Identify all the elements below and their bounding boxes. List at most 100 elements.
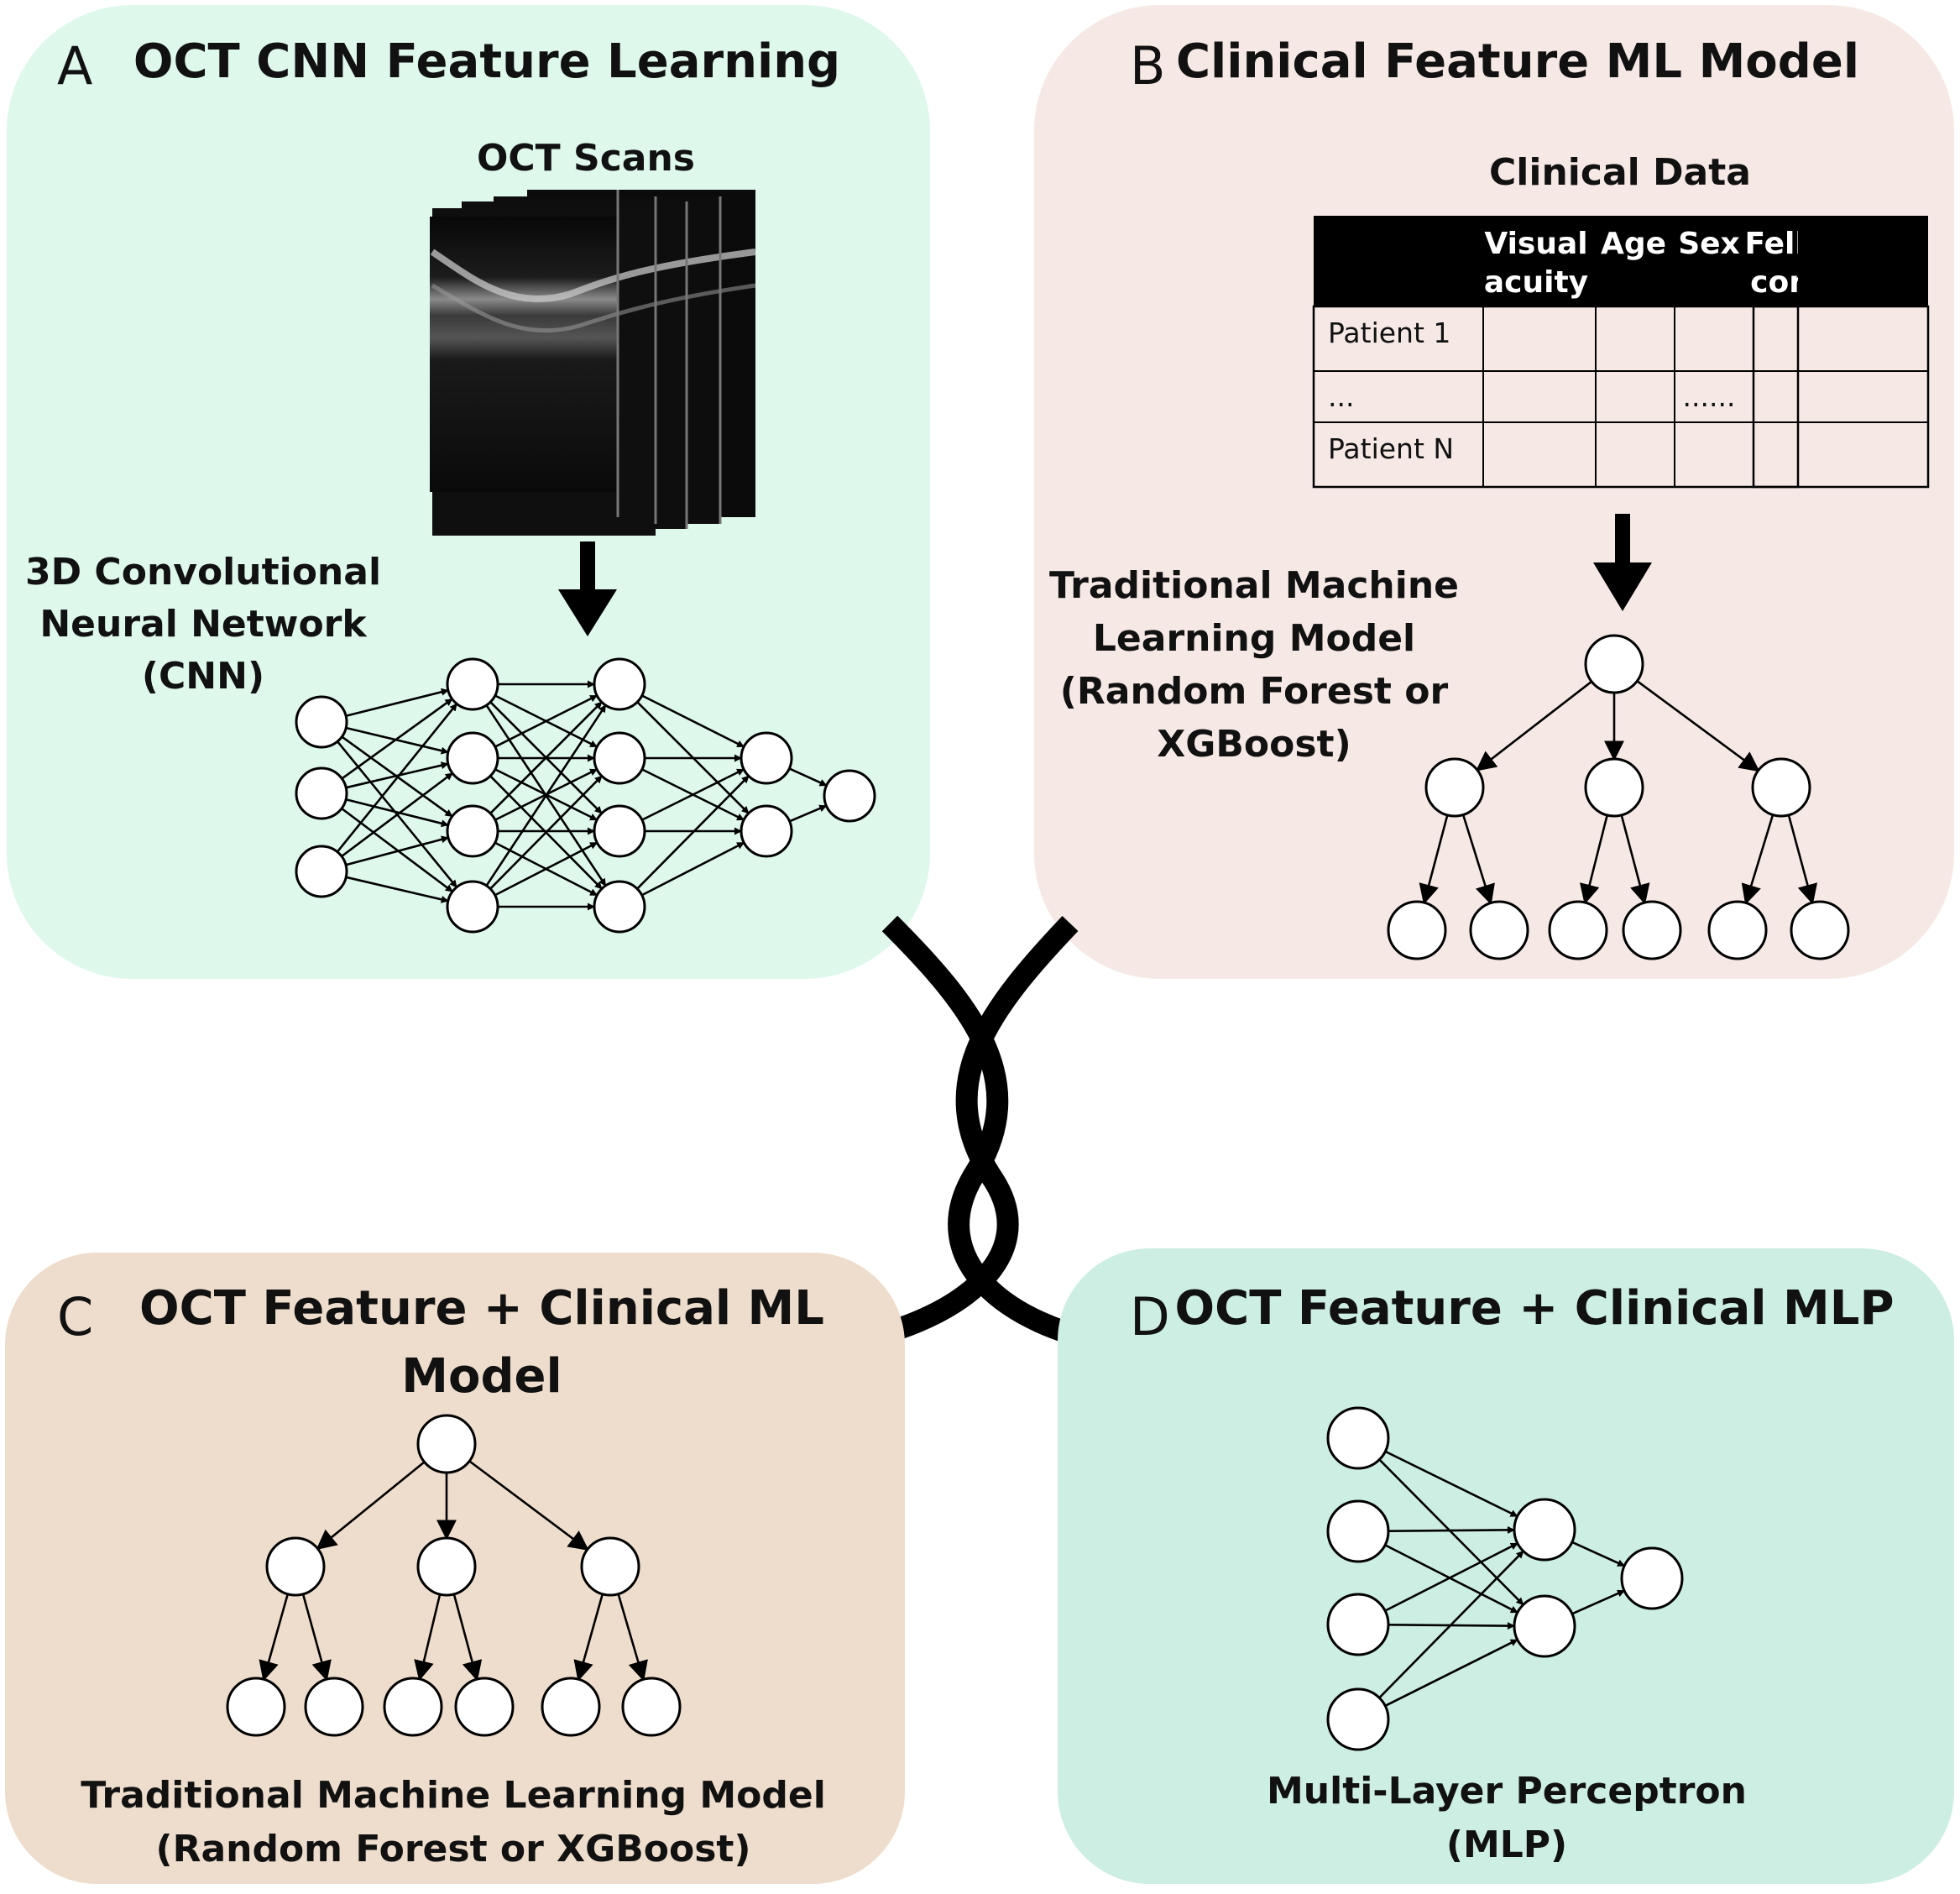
network-node: [823, 769, 876, 823]
cnn-label-line-1: 3D Convolutional: [25, 551, 381, 594]
table-body-extension: [1752, 305, 1930, 489]
tree-label-c-line-2: (Random Forest or XGBoost): [155, 1828, 750, 1870]
panel-a: A OCT CNN Feature Learning OCT Scans 3D …: [7, 5, 930, 979]
panel-d-title: OCT Feature + Clinical MLP: [1175, 1281, 1895, 1336]
tree-edge: [259, 1593, 290, 1682]
tree-label-b: Traditional Machine Learning Model (Rand…: [1049, 564, 1459, 766]
tree-leaf-node: [621, 1677, 682, 1737]
panel-d-letter: D: [1130, 1286, 1170, 1347]
table-body: [1312, 305, 1800, 489]
tree-edge: [1419, 814, 1449, 905]
network-edge: [494, 694, 598, 748]
network-node: [446, 657, 499, 711]
panel-c-title-2: Model: [401, 1349, 562, 1404]
network-node: [446, 804, 499, 858]
tree-label-b-line-4: XGBoost): [1157, 723, 1351, 766]
merge-arrow-to-c: [838, 916, 1079, 1354]
tree-edge: [1620, 814, 1650, 905]
table-header-visual-acuity-2: acuity: [1484, 265, 1588, 300]
network-node: [593, 657, 646, 711]
network-edge: [345, 798, 449, 828]
panel-b: B Clinical Feature ML Model Clinical Dat…: [1034, 5, 1954, 979]
table-cell-patient-1: Patient 1: [1328, 317, 1450, 349]
cnn-label: 3D Convolutional Neural Network (CNN): [25, 551, 381, 698]
network-edge: [485, 704, 607, 887]
network-node: [1326, 1687, 1390, 1751]
tree-leaf-node: [1790, 900, 1850, 960]
panel-b-letter: B: [1130, 35, 1166, 97]
network-edge: [1571, 1589, 1625, 1615]
network-edge: [341, 698, 453, 780]
table-header-extension: [1798, 216, 1928, 306]
network-node: [593, 880, 646, 934]
network-edge: [345, 835, 449, 866]
oct-scans-label: OCT Scans: [477, 137, 695, 180]
panel-a-letter: A: [57, 35, 92, 97]
network-edge: [1378, 1550, 1524, 1699]
tree-leaf-node: [383, 1677, 443, 1737]
network-node: [593, 731, 646, 785]
network-node: [295, 695, 348, 749]
network-node: [1326, 1593, 1390, 1656]
oct-to-cnn-arrow: [558, 542, 617, 636]
tree-edge: [1787, 814, 1818, 905]
network-node: [593, 804, 646, 858]
network-node: [295, 766, 348, 820]
panel-c: C OCT Feature + Clinical ML Model Tradit…: [5, 1253, 905, 1884]
tree-branch-node: [580, 1536, 640, 1597]
network-node: [1326, 1406, 1390, 1470]
panel-d: D OCT Feature + Clinical MLP Multi-Layer…: [1058, 1248, 1954, 1884]
tree-leaf-node: [1622, 900, 1682, 960]
tree-branch-node: [1424, 757, 1485, 818]
panel-a-title: OCT CNN Feature Learning: [133, 34, 840, 89]
network-node: [1513, 1498, 1576, 1562]
mlp-network: [1326, 1406, 1684, 1751]
network-node: [1620, 1546, 1684, 1610]
network-node: [1513, 1594, 1576, 1658]
network-edge: [641, 768, 745, 821]
network-edge: [489, 701, 603, 814]
tree-edge: [316, 1461, 426, 1551]
table-cell-sex-ellipsis: ......: [1683, 380, 1736, 413]
table-to-tree-arrow: [1593, 514, 1652, 611]
network-edge: [494, 841, 598, 897]
tree-branch-node: [1584, 757, 1644, 818]
table-header-sex: Sex: [1678, 227, 1740, 261]
tree-leaf-node: [541, 1677, 601, 1737]
network-edge: [641, 841, 745, 897]
table-header-visual-acuity-1: Visual: [1484, 227, 1587, 261]
tree-label-b-line-2: Learning Model: [1093, 617, 1415, 660]
network-node: [446, 880, 499, 934]
network-edge: [1571, 1541, 1626, 1567]
decision-tree-c: [226, 1414, 682, 1737]
network-edge: [341, 772, 453, 858]
tree-root-node: [1584, 634, 1644, 694]
network-edge: [1384, 1638, 1518, 1708]
network-edge: [336, 703, 458, 853]
tree-root-node: [416, 1414, 477, 1474]
network-node: [446, 731, 499, 785]
network-node: [740, 731, 793, 785]
table-cell-patient-n: Patient N: [1328, 432, 1454, 465]
table-header-age: Age: [1601, 227, 1666, 261]
network-edge: [636, 775, 750, 890]
tree-leaf-node: [226, 1677, 286, 1737]
tree-edge: [452, 1593, 483, 1682]
network-edge: [489, 775, 603, 890]
tree-branch-node: [1751, 757, 1811, 818]
tree-leaf-node: [1548, 900, 1608, 960]
table-cell-ellipsis: ...: [1328, 380, 1354, 413]
retina-layer: [430, 249, 756, 303]
table-header-background: [1314, 216, 1798, 306]
network-edge: [1384, 1542, 1518, 1612]
tree-edge: [1636, 680, 1760, 772]
network-edge: [789, 804, 828, 823]
cnn-network: [295, 657, 876, 934]
tree-edge: [573, 1593, 604, 1682]
clinical-data-label: Clinical Data: [1489, 151, 1751, 194]
cnn-label-line-2: Neural Network: [39, 603, 368, 646]
tree-leaf-node: [1707, 900, 1768, 960]
tree-label-b-line-1: Traditional Machine: [1049, 564, 1459, 607]
tree-edge: [414, 1593, 442, 1682]
tree-edge: [1475, 680, 1592, 772]
